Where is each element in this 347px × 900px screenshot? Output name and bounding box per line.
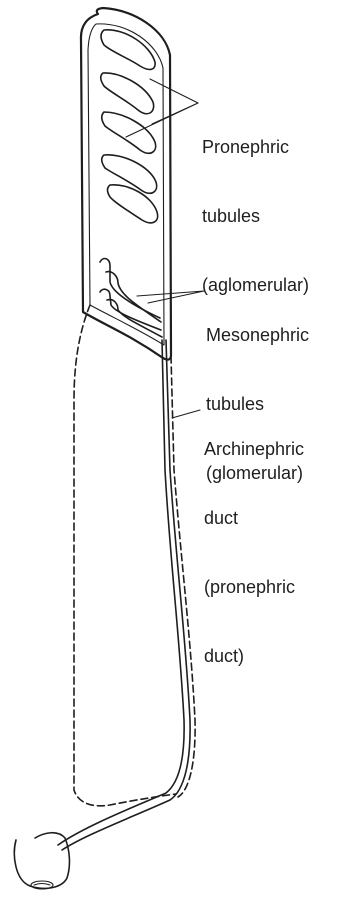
pronephric-tubule xyxy=(101,73,154,114)
posterior-outline xyxy=(74,305,176,806)
cloacal-opening-detail xyxy=(34,884,50,886)
pronephric-leader-line xyxy=(126,79,198,137)
pronephric-tubule xyxy=(101,30,155,70)
posterior-outline-right xyxy=(171,356,195,797)
archinephric-duct-wall xyxy=(58,340,184,845)
pronephric-tubule xyxy=(108,185,158,223)
mesonephric-label-line: Mesonephric xyxy=(206,324,309,347)
mesonephric-tubule xyxy=(100,259,160,318)
archinephric-label-line: duct) xyxy=(204,645,304,668)
archinephric-leader-line xyxy=(172,410,200,418)
pronephric-label-line: tubules xyxy=(202,205,309,228)
archinephric-label: Archinephric duct (pronephric duct) xyxy=(204,392,304,691)
cloaca-outline xyxy=(14,833,69,889)
archinephric-label-line: duct xyxy=(204,507,304,530)
archinephric-label-line: Archinephric xyxy=(204,438,304,461)
pronephric-tubule xyxy=(102,112,156,153)
archinephric-label-line: (pronephric xyxy=(204,576,304,599)
archinephric-duct xyxy=(62,340,190,850)
pronephric-label-line: Pronephric xyxy=(202,136,309,159)
